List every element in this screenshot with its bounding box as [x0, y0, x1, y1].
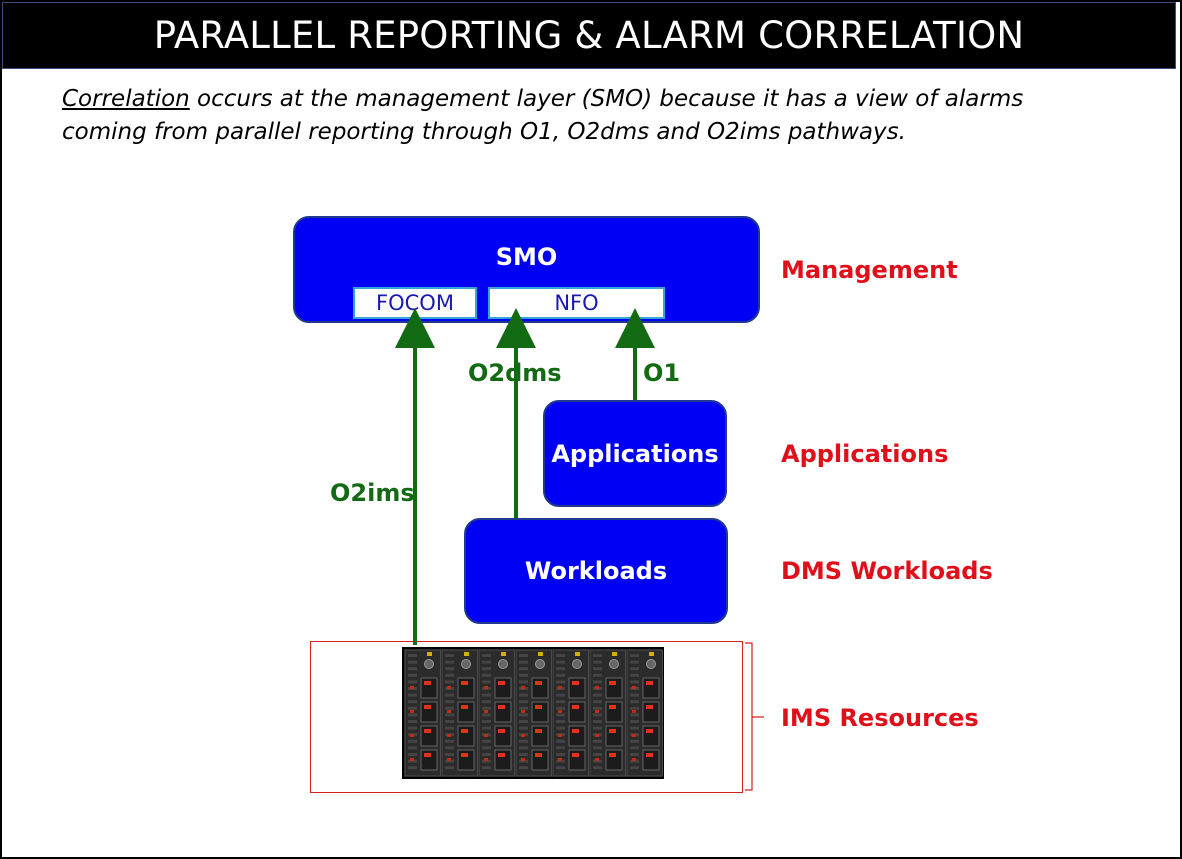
server-rack-icon: [402, 647, 664, 779]
server-blade: [552, 649, 589, 777]
intro-body: occurs at the management layer (SMO) bec…: [62, 86, 1024, 145]
server-blade: [589, 649, 626, 777]
intro-text: Correlation occurs at the management lay…: [62, 83, 1102, 149]
o1-label: O1: [643, 359, 681, 387]
layer-ims-resources: IMS Resources: [781, 704, 979, 732]
slide-title: PARALLEL REPORTING & ALARM CORRELATION: [2, 2, 1176, 69]
server-blade: [626, 649, 663, 777]
server-blade: [478, 649, 515, 777]
o2dms-label: O2dms: [468, 359, 562, 387]
server-blade: [515, 649, 552, 777]
focom-box: FOCOM: [353, 287, 477, 319]
workloads-box: Workloads: [464, 518, 728, 624]
server-blade: [441, 649, 478, 777]
smo-label: SMO: [495, 243, 558, 271]
layer-management: Management: [781, 256, 958, 284]
intro-term: Correlation: [62, 86, 190, 112]
layer-dms-workloads: DMS Workloads: [781, 557, 993, 585]
o2ims-label: O2ims: [330, 479, 415, 507]
ims-bracket: [745, 642, 764, 791]
layer-applications: Applications: [781, 440, 949, 468]
applications-box: Applications: [543, 400, 727, 507]
ims-resources-box: [310, 641, 743, 793]
server-blade: [404, 649, 441, 777]
